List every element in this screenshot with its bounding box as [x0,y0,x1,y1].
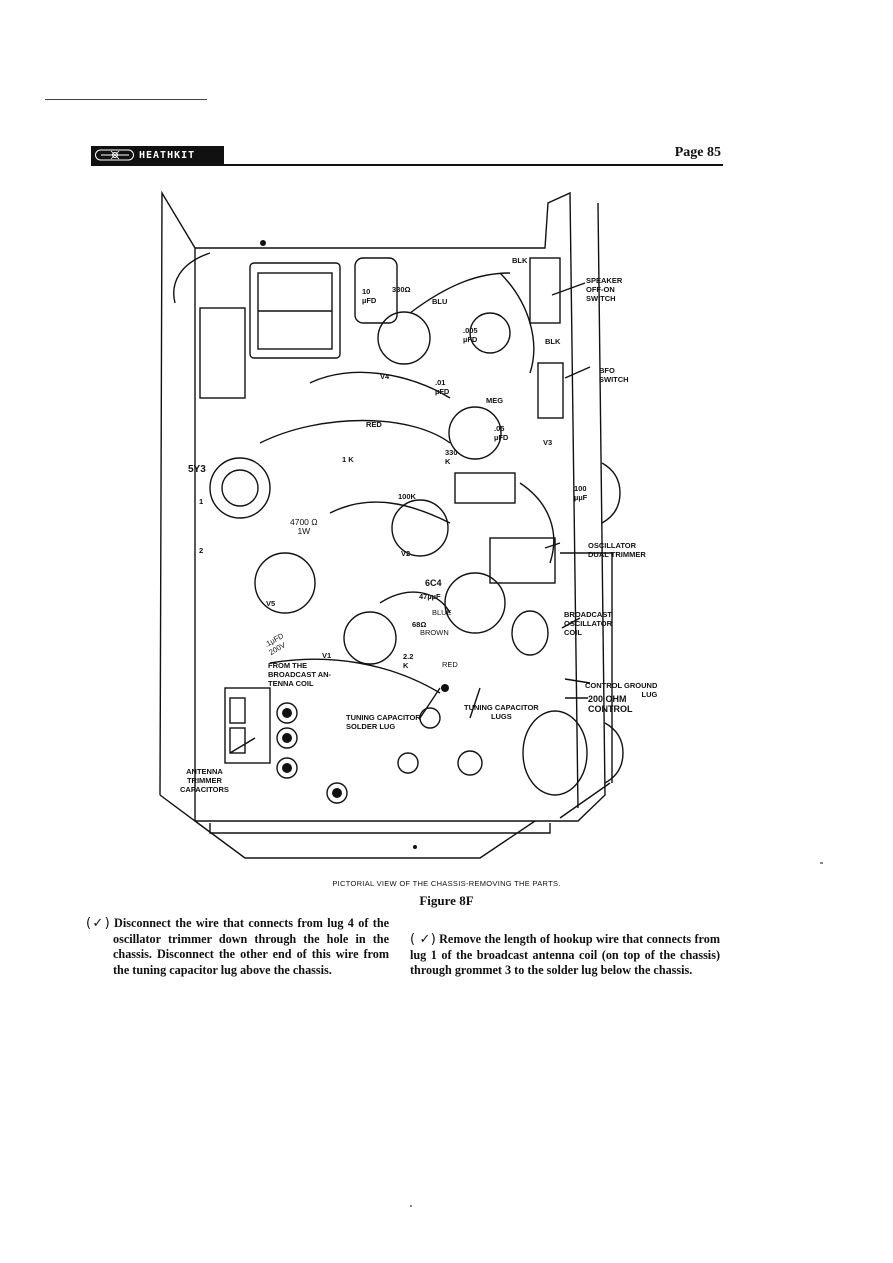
label-blk-top: BLK [512,256,528,265]
scan-speck [820,862,823,864]
label-c100: 100 µµF [574,484,588,502]
label-lug-2: 2 [199,546,204,555]
label-red: RED [366,420,382,429]
label-antenna-trimmer: ANTENNA TRIMMER CAPACITORS [180,767,229,794]
label-cap-05: .05 µFD [494,424,509,442]
label-speaker-switch: SPEAKER OFF-ON SWITCH [586,276,623,303]
label-cap-10ufd: 10 µFD [362,287,377,305]
header-rule [91,164,723,166]
label-meg: MEG [486,396,504,405]
figure-caption: PICTORIAL VIEW OF THE CHASSIS-REMOVING T… [332,879,561,888]
label-tuning-capacitor-solder-lug: TUNING CAPACITOR SOLDER LUG [346,713,421,731]
brand-name: HEATHKIT [139,149,196,161]
label-control-ground-lug: CONTROL GROUND LUG [585,681,658,699]
label-c47: 47µµF [419,592,441,601]
step-checkbox[interactable]: ( ✓) [410,932,436,947]
label-blue: BLUE [432,608,452,617]
label-v2: V2 [401,549,411,558]
label-blk-mid: BLK [545,337,561,346]
label-v4: V4 [380,372,390,381]
label-r2-2k: 2.2 K [403,652,414,670]
label-r68: 68Ω [412,620,427,629]
label-r1k: 1 K [342,455,354,464]
chassis-pictorial-drawing [159,190,624,859]
label-red2: RED [442,660,458,669]
step-text: Disconnect the wire that connects from l… [113,916,390,977]
figure-label: Figure 8F [419,893,474,908]
top-rule-fragment [45,99,207,100]
heathkit-logo: HEATHKIT [91,146,224,164]
scan-speck [410,1205,412,1207]
label-v1: V1 [322,651,332,660]
label-oscillator-trimmer: OSCILLATOR DUAL TRIMMER [588,541,646,559]
label-cap-005: .005 µFD [463,326,478,344]
label-r4700: 4700 Ω 1W [290,517,318,536]
label-5y3: 5Y3 [188,464,206,475]
label-r330: 330Ω [392,285,411,294]
label-6c4: 6C4 [425,578,442,588]
label-from-broadcast-coil: FROM THE BROADCAST AN- TENNA COIL [268,661,332,688]
label-200-ohm-control: 200 OHM CONTROL [588,694,633,714]
label-lug-1: 1 [199,497,204,506]
label-tuning-capacitor-lugs: TUNING CAPACITOR LUGS [464,703,539,721]
label-v3: V3 [543,438,553,447]
label-brown: BROWN [420,628,449,637]
step-remove-hookup-wire: ( ✓) Remove the length of hookup wire th… [410,932,720,979]
label-blu: BLU [432,297,448,306]
step-checkbox[interactable]: (✓) [86,916,110,931]
label-broadcast-osc-coil: BROADCAST OSCILLATOR COIL [564,610,613,637]
heathkit-emblem-icon [95,149,135,161]
step-text: Remove the length of hookup wire that co… [410,932,720,977]
page-number: Page 85 [674,145,721,160]
step-disconnect-wire: (✓) Disconnect the wire that connects fr… [86,916,390,978]
label-v5: V5 [266,599,276,608]
label-r330k: 330 K [445,448,458,466]
label-r100k: 100K [398,492,416,501]
label-cap-01: .01 µFD [435,378,450,396]
label-bfo-switch: BFO SWITCH [599,366,629,384]
